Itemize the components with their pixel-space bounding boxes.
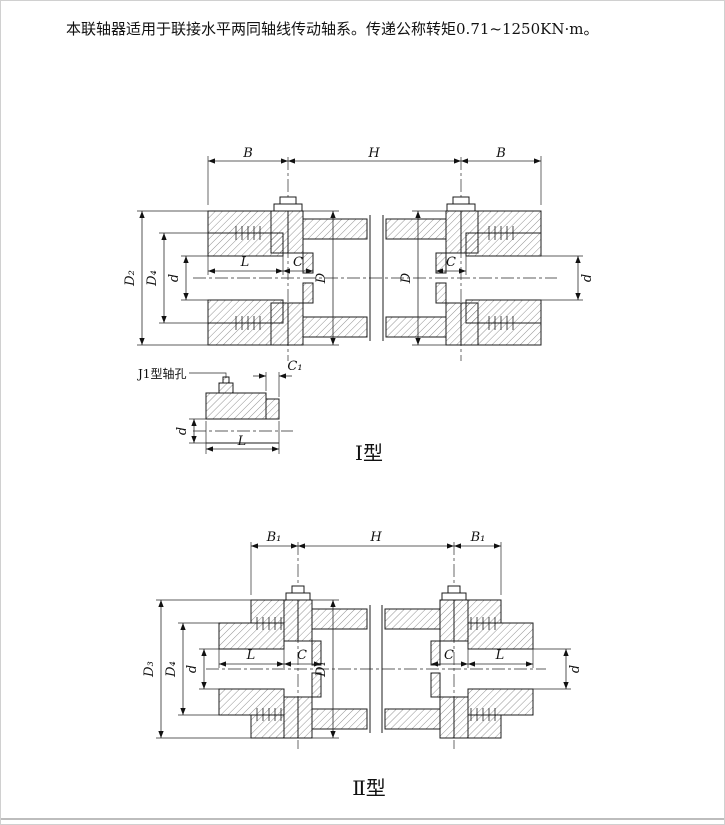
type1-dim-h: H — [367, 146, 380, 161]
type1-dim-d4: D₄ — [145, 270, 160, 287]
type1-dim-flange-d-right: D — [399, 272, 414, 284]
type1-break-lines — [369, 215, 384, 341]
type1-dim-b-left: B — [242, 146, 253, 161]
type2-left-gear-teeth — [256, 617, 282, 721]
type2-dim-b1-left: B₁ — [266, 530, 282, 545]
type2-dim-d3: D₃ — [142, 661, 157, 678]
j1-dim-bore: d — [175, 427, 190, 435]
type2-dim-d4: D₄ — [164, 661, 179, 678]
type1-right-gear-teeth — [488, 226, 514, 330]
type1-left-bolt — [273, 203, 303, 212]
page-bottom-edge — [1, 818, 724, 820]
type1-dim-d2: D₂ — [123, 270, 138, 287]
type1-drawing: B H B D₂ D₄ d d D D L C C — [123, 146, 595, 361]
j1-dim-l: L — [237, 434, 247, 449]
type2-left-bolt — [285, 592, 311, 601]
type1-dim-c-right: C — [446, 255, 456, 270]
type1-caption: Ⅰ型 — [355, 441, 383, 465]
j1-detail-label: J1型轴孔 — [136, 366, 186, 381]
type2-right-gear-teeth — [470, 617, 496, 721]
type1-dim-bore-right: d — [580, 274, 595, 282]
j1-bore-detail: J1型轴孔 C₁ d L — [136, 359, 303, 454]
type2-break-lines — [369, 605, 383, 733]
type2-dim-c-left: C — [297, 648, 307, 663]
type1-right-bolt — [446, 203, 476, 212]
j1-dim-c1: C₁ — [287, 359, 302, 374]
type1-dim-l: L — [240, 255, 250, 270]
type1-dim-b-right: B — [495, 146, 506, 161]
type2-right-bolt — [441, 592, 467, 601]
type1-dim-flange-d-left: D — [314, 272, 329, 284]
type2-caption: Ⅱ型 — [352, 776, 386, 800]
type2-dim-h: H — [369, 530, 382, 545]
type2-dim-l-right: L — [495, 648, 505, 663]
type1-dim-bore-left: d — [167, 274, 182, 282]
header-note: 本联轴器适用于联接水平两同轴线传动轴系。传递公称转矩0.71~1250KN·m。 — [66, 20, 598, 38]
type2-drawing: B₁ H B₁ D₃ D₄ d d D₁ L C C L — [142, 530, 583, 749]
type2-dim-c-right: C — [444, 648, 454, 663]
type2-dim-bore-right: d — [568, 665, 583, 673]
type1-dim-c-left: C — [293, 255, 303, 270]
type2-dim-l-left: L — [246, 648, 256, 663]
type2-dim-bore-left: d — [185, 665, 200, 673]
type1-left-gear-teeth — [235, 226, 261, 330]
type2-dim-b1-right: B₁ — [470, 530, 486, 545]
